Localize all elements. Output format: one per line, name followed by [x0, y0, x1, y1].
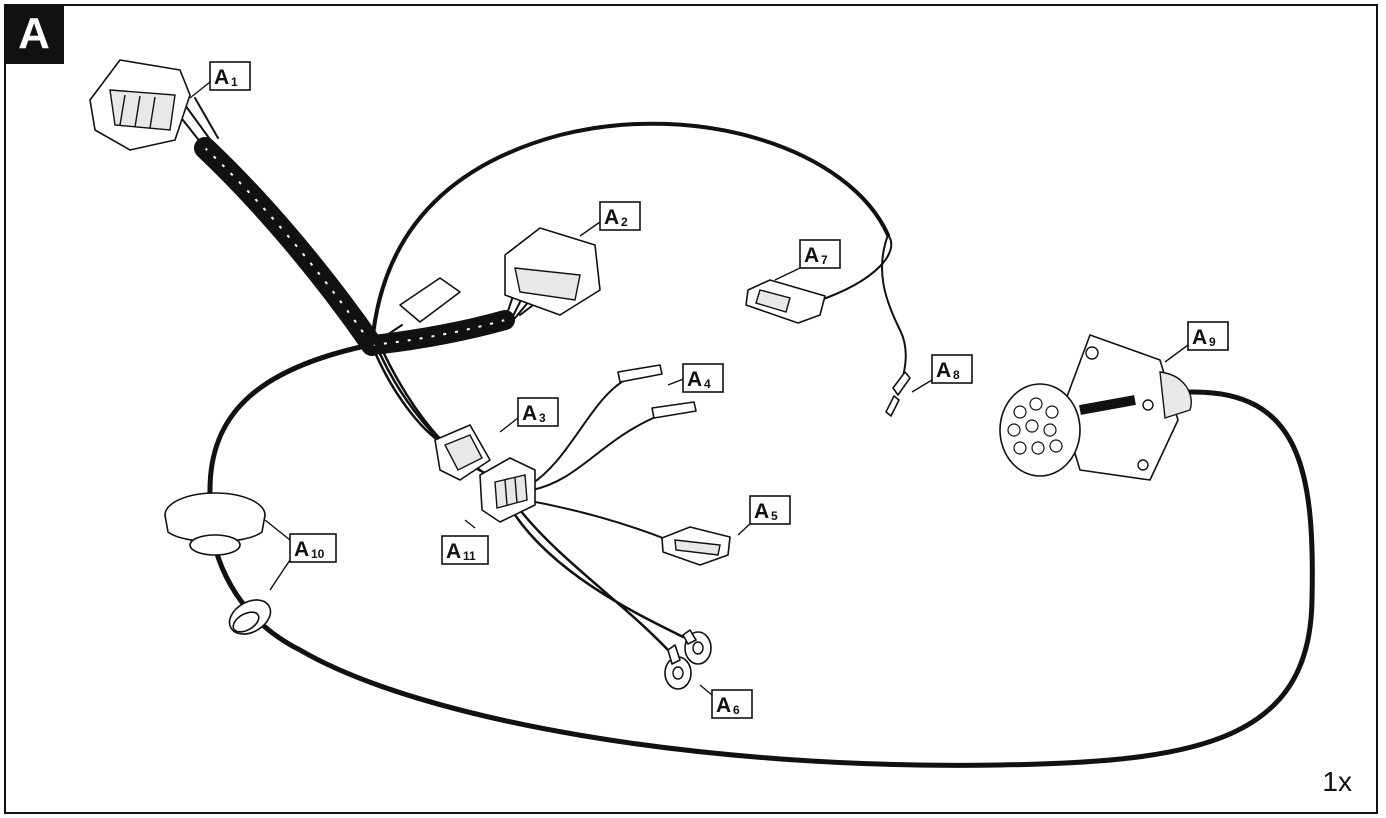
callout-leaders — [189, 81, 1189, 696]
svg-text:A: A — [446, 540, 461, 563]
svg-text:A: A — [804, 244, 819, 267]
a7-connector — [745, 279, 826, 324]
callout-a3: A 3 — [517, 397, 559, 427]
svg-text:7: 7 — [821, 253, 828, 267]
a5-wire — [524, 499, 669, 541]
callout-a4: A 4 — [682, 363, 724, 393]
callout-a2: A 2 — [599, 201, 641, 231]
svg-text:4: 4 — [704, 377, 711, 391]
svg-text:A: A — [214, 66, 229, 89]
svg-text:A: A — [1192, 326, 1207, 349]
a7-lead-wire — [814, 234, 893, 303]
a1-connector — [89, 59, 191, 151]
a4-pin-terminals — [617, 364, 697, 419]
a8-pin-terminal — [885, 371, 911, 417]
svg-text:1: 1 — [231, 75, 238, 89]
callout-a9: A 9 — [1187, 321, 1229, 351]
callout-a11: A 11 — [441, 535, 489, 565]
a6-ring-terminals — [664, 629, 712, 690]
svg-text:8: 8 — [953, 368, 960, 382]
a9-trailer-socket — [999, 334, 1192, 481]
a3-connector — [434, 424, 491, 481]
quantity-label: 1x — [1322, 766, 1352, 797]
aux-flat-connector — [399, 277, 461, 323]
a11-connector — [479, 457, 536, 523]
callout-a1: A 1 — [209, 61, 251, 91]
a2-wires — [504, 289, 546, 323]
callout-a6: A 6 — [711, 689, 753, 719]
svg-text:A: A — [754, 500, 769, 523]
svg-text:6: 6 — [733, 703, 740, 717]
figure-frame — [4, 4, 1378, 814]
a1-corrugated-sleeve — [194, 137, 383, 356]
a2-sleeve-ribs — [371, 319, 506, 346]
svg-text:A: A — [522, 402, 537, 425]
svg-text:11: 11 — [463, 549, 476, 563]
callout-a10: A 10 — [289, 533, 337, 563]
callout-a5: A 5 — [749, 495, 791, 525]
a4-pin-wires — [529, 379, 661, 491]
svg-text:A: A — [716, 694, 731, 717]
svg-text:A: A — [604, 206, 619, 229]
a5-connector — [661, 526, 731, 566]
harness-cables — [174, 97, 1315, 768]
svg-text:2: 2 — [621, 215, 628, 229]
a2-connector — [504, 227, 601, 316]
section-label-badge: A — [4, 4, 64, 64]
a6-ring-wires — [513, 508, 685, 652]
svg-text:5: 5 — [771, 509, 778, 523]
a10-grommets — [164, 492, 272, 635]
upper-arc-cable — [370, 121, 890, 347]
aux-connector-wire — [371, 324, 403, 346]
svg-text:9: 9 — [1209, 335, 1216, 349]
svg-text:3: 3 — [539, 411, 546, 425]
svg-text:A: A — [294, 538, 309, 561]
svg-text:A: A — [687, 368, 702, 391]
svg-text:A: A — [936, 359, 951, 382]
svg-text:10: 10 — [311, 547, 325, 561]
callout-a8: A 8 — [931, 354, 973, 384]
main-loop-cable — [207, 342, 1315, 768]
a8-lead-wire — [881, 234, 907, 391]
callout-a7: A 7 — [799, 239, 841, 269]
